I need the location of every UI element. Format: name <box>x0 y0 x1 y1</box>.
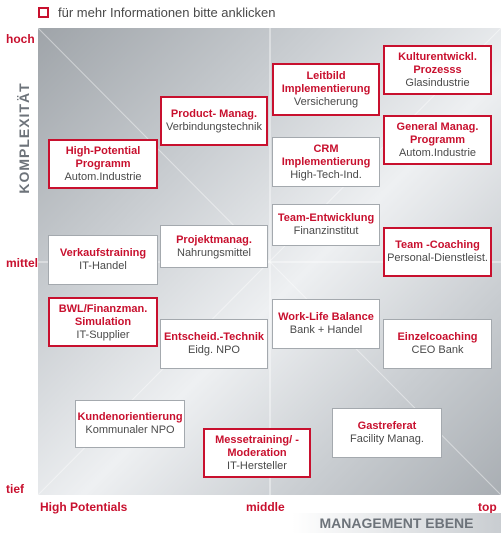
y-tick-high: hoch <box>6 32 35 46</box>
x-tick-high: top <box>478 500 497 514</box>
legend: für mehr Informationen bitte anklicken <box>38 4 276 20</box>
project-card-title: Gastreferat <box>357 420 417 432</box>
project-card-subtitle: CEO Bank <box>411 344 464 356</box>
legend-text: für mehr Informationen bitte anklicken <box>58 4 276 20</box>
project-card-title: Team-Entwicklung <box>277 212 375 224</box>
x-tick-low: High Potentials <box>40 500 128 514</box>
project-card-title: Work-Life Balance <box>278 311 374 323</box>
project-card-title: Einzelcoaching <box>397 331 478 343</box>
project-card-title: Messetraining/ -Moderation <box>215 433 299 459</box>
project-card[interactable]: Product- Manag.Verbindungstechnik <box>160 96 268 146</box>
y-tick-low: tief <box>6 482 24 496</box>
project-card-subtitle: Autom.Industrie <box>64 170 142 183</box>
project-card-subtitle: IT-Hersteller <box>227 459 287 472</box>
project-card-subtitle: Nahrungsmittel <box>177 246 251 259</box>
project-card-title: Entscheid.-Technik <box>163 331 265 343</box>
project-card-subtitle: Versicherung <box>293 96 359 108</box>
project-card-title: Team -Coaching <box>395 239 480 251</box>
project-card-subtitle: High-Tech-Ind. <box>290 168 362 181</box>
project-card-subtitle: Personal-Dienstleist. <box>387 252 488 264</box>
project-card-subtitle: Autom.Industrie <box>398 146 477 159</box>
project-card-subtitle: IT-Supplier <box>76 328 130 341</box>
project-card-title: Product- Manag. <box>170 108 258 120</box>
project-card-title: Leitbild Implementierung <box>281 70 371 95</box>
project-card-subtitle: Kommunaler NPO <box>85 424 175 436</box>
project-card-title: Kundenorientierung <box>77 411 183 423</box>
legend-marker-icon <box>38 6 49 18</box>
project-card-subtitle: Bank + Handel <box>289 324 363 336</box>
y-axis-title: KOMPLEXITÄT <box>16 82 32 194</box>
project-card-title: Verkaufstraining <box>59 247 147 259</box>
project-card-subtitle: Facility Manag. <box>350 433 424 445</box>
x-tick-mid: middle <box>246 500 285 514</box>
project-card-title: CRM Implementierung <box>281 142 371 168</box>
x-axis-title: MANAGEMENT EBENE <box>292 513 501 533</box>
project-card-title: High-Potential Programm <box>65 144 141 170</box>
project-card-subtitle: Finanzinstitut <box>293 225 359 237</box>
project-card-subtitle: IT-Handel <box>79 260 127 272</box>
project-card-subtitle: Verbindungstechnik <box>165 121 262 133</box>
y-tick-mid: mittel <box>6 256 39 270</box>
project-card-title: General Manag. Programm <box>396 120 479 146</box>
project-card-subtitle: Glasindustrie <box>405 76 470 89</box>
project-card-title: Kulturentwickl. Prozesss <box>398 50 477 76</box>
project-card-title: Projektmanag. <box>176 233 252 246</box>
project-card-subtitle: Eidg. NPO <box>188 344 240 356</box>
project-card[interactable]: Projektmanag.Nahrungsmittel <box>160 225 268 268</box>
y-axis: hoch mittel tief KOMPLEXITÄT <box>0 28 39 496</box>
project-card-title: BWL/Finanzman. Simulation <box>58 302 148 328</box>
